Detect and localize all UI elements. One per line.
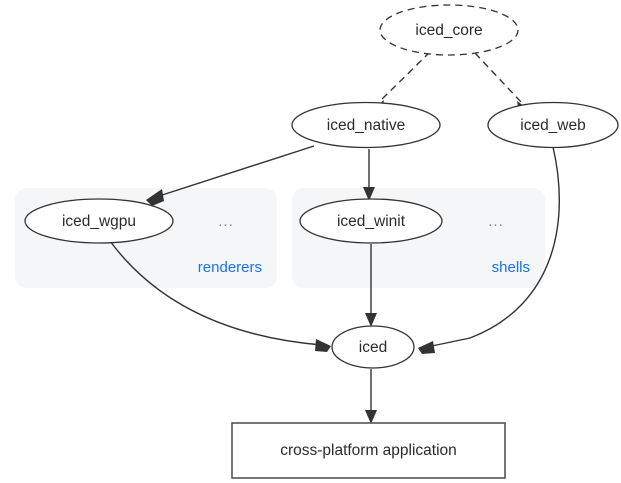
node-iced-web-shape[interactable] [487, 101, 619, 149]
node-cross-platform-application[interactable]: cross-platform application [231, 422, 506, 479]
node-iced-label: iced [359, 339, 387, 356]
node-cross-platform-application-label: cross-platform application [280, 442, 457, 459]
edge-iced-native-to-iced-winit [363, 149, 375, 201]
edge-iced-winit-to-iced-arrowhead [365, 313, 377, 327]
node-iced-wgpu[interactable]: iced_wgpu [24, 198, 174, 244]
edge-iced-web-to-iced-line [426, 146, 560, 348]
edge-iced-core-to-iced-native-line [377, 51, 431, 104]
edge-iced-web-to-iced-arrowhead [418, 341, 435, 354]
edge-iced-native-to-iced-wgpu-line [155, 145, 315, 198]
node-iced-web[interactable]: iced_web [487, 101, 619, 149]
node-iced-native-label: iced_native [327, 117, 405, 134]
node-iced-native[interactable]: iced_native [291, 101, 441, 149]
node-iced-winit-label: iced_winit [337, 213, 406, 230]
edge-iced-winit-to-iced [365, 244, 377, 327]
cluster-renderers-ellipsis: ... [218, 213, 234, 230]
cluster-shells-ellipsis: ... [488, 213, 504, 230]
edge-iced-native-to-iced-winit-arrowhead [363, 187, 375, 201]
cluster-shells-label: shells [492, 259, 530, 276]
node-iced-winit[interactable]: iced_winit [299, 198, 443, 244]
node-iced[interactable]: iced [331, 325, 415, 369]
edge-iced-wgpu-to-iced-line [109, 240, 323, 346]
node-iced-core-shape[interactable] [379, 4, 519, 56]
cluster-renderers-label: renderers [198, 259, 262, 276]
edge-iced-to-application-arrowhead [365, 410, 377, 424]
edge-iced-wgpu-to-iced [109, 240, 331, 352]
edge-iced-core-to-iced-web-line [474, 52, 523, 104]
node-iced-native-shape[interactable] [291, 101, 441, 149]
edge-iced-wgpu-to-iced-arrowhead [315, 339, 331, 352]
node-iced-core[interactable]: iced_core [379, 4, 519, 56]
node-iced-shape[interactable] [331, 325, 415, 369]
edge-iced-to-application [365, 369, 377, 424]
node-iced-web-label: iced_web [520, 117, 586, 134]
node-iced-wgpu-shape[interactable] [24, 198, 174, 244]
edge-iced-native-to-iced-wgpu [146, 145, 315, 206]
node-cross-platform-application-shape[interactable] [231, 422, 506, 479]
node-iced-core-label: iced_core [415, 22, 482, 39]
node-iced-winit-shape[interactable] [299, 198, 443, 244]
edge-iced-native-to-iced-wgpu-arrowhead [146, 189, 164, 206]
node-iced-wgpu-label: iced_wgpu [62, 213, 136, 230]
edge-iced-web-to-iced [418, 146, 560, 354]
